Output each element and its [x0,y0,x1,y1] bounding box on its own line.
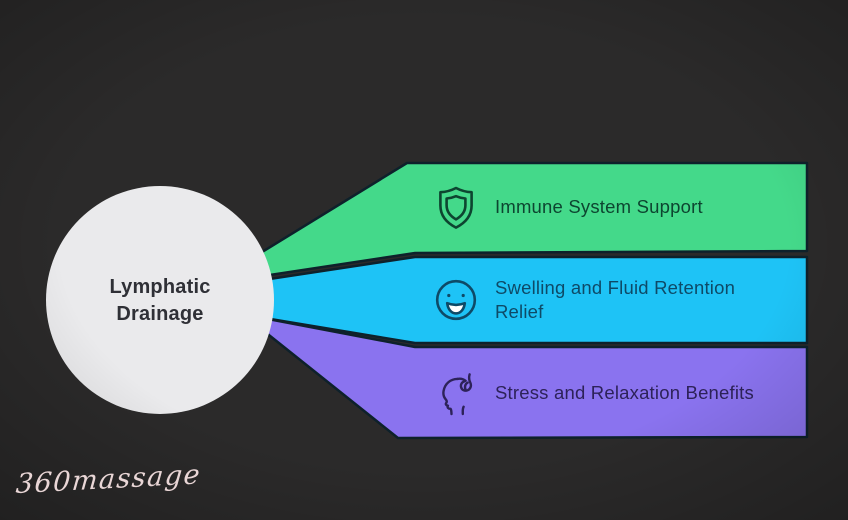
branch-shape-immune [208,161,809,286]
branch-label-immune: Immune System Support [495,196,703,217]
center-node-title: Lymphatic Drainage [60,274,260,328]
center-node-title-line2: Drainage [116,303,204,325]
branch-swelling: Swelling and Fluid Retention Relief [432,256,804,344]
head-profile-hand-icon [432,369,480,417]
shield-icon [432,183,480,231]
branch-stress: Stress and Relaxation Benefits [432,348,804,437]
branch-label-stress: Stress and Relaxation Benefits [495,381,754,403]
branch-label-swelling: Swelling and Fluid Retention Relief [495,277,736,322]
smiley-face-icon [432,276,480,324]
branch-immune: Immune System Support [432,163,804,251]
center-node-title-line1: Lymphatic [109,276,211,298]
center-circle [46,186,274,414]
